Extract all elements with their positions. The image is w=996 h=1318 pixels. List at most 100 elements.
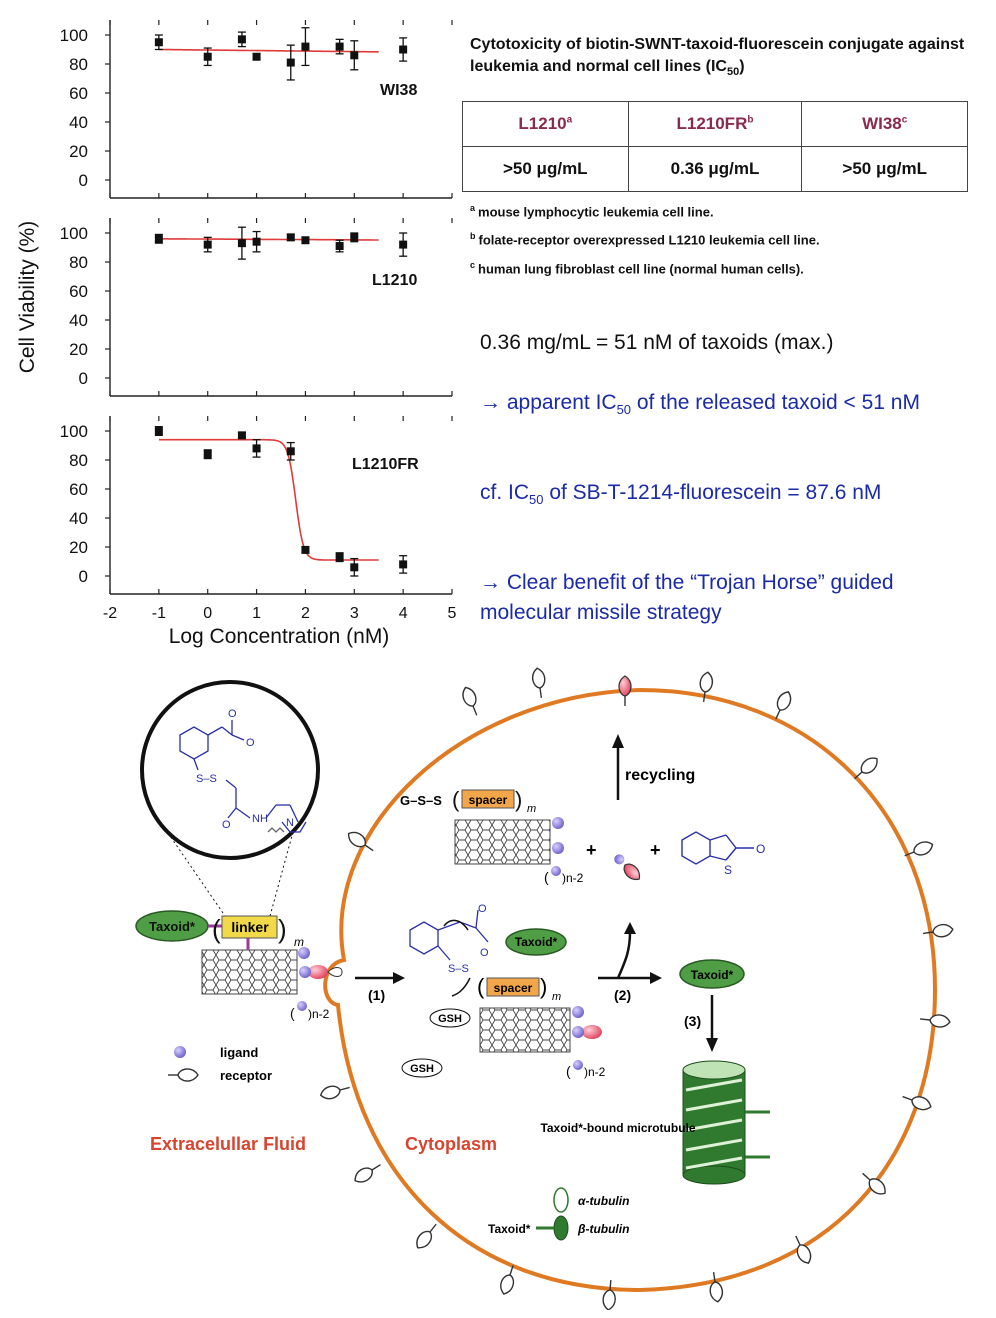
- panel-label: L1210FR: [352, 456, 419, 473]
- lactone-o: O: [756, 842, 765, 856]
- svg-text:O: O: [222, 819, 231, 831]
- receptor-bound-ligand: [308, 965, 328, 979]
- plus-sign-1: +: [586, 840, 597, 860]
- beta-tubulin-label: β-tubulin: [577, 1222, 629, 1236]
- data-point: [237, 35, 246, 44]
- data-point: [252, 444, 261, 453]
- legend-ligand-icon: [174, 1046, 186, 1058]
- table-header-row: L1210a L1210FRb WI38c: [462, 101, 968, 147]
- n-2-label-mid: )n-2: [584, 1065, 606, 1079]
- n-2-label-top: )n-2: [562, 871, 584, 885]
- y-axis-label: Cell Viability (%): [16, 221, 39, 374]
- svg-text:O: O: [228, 708, 237, 720]
- note-benefit: → Clear benefit of the “Trojan Horse” gu…: [480, 571, 894, 624]
- data-point: [350, 563, 359, 572]
- data-point: [350, 233, 359, 242]
- y-tick-label: 100: [60, 422, 88, 441]
- beta-tubulin-icon: [553, 1215, 569, 1241]
- data-point: [154, 234, 163, 243]
- header-cell: L1210a: [462, 101, 629, 147]
- spacer-label-mid: spacer: [494, 981, 533, 995]
- gss-label: G–S–S: [400, 793, 442, 808]
- note-conversion: 0.36 mg/mL = 51 nM of taxoids (max.): [480, 331, 834, 354]
- y-tick-label: 20: [69, 340, 88, 359]
- y-tick-label: 0: [79, 567, 88, 586]
- m-subscript-mid: m: [552, 991, 561, 1003]
- y-tick-label: 100: [60, 224, 88, 243]
- table-title: Cytotoxicity of biotin-SWNT-taxoid-fluor…: [470, 34, 980, 83]
- x-tick-label: 0: [203, 605, 212, 622]
- x-tick-label: 2: [301, 605, 310, 622]
- ic50-table: L1210a L1210FRb WI38c >50 μg/mL 0.36 μg/…: [462, 101, 968, 192]
- svg-text:(: (: [290, 1005, 295, 1021]
- ester-o2: O: [480, 947, 489, 959]
- extracellular-label: Extracelullar Fluid: [150, 1134, 306, 1154]
- fit-curve: [158, 438, 379, 561]
- svg-text:NH: NH: [252, 813, 268, 825]
- svg-text:): ): [540, 974, 547, 999]
- y-tick-label: 0: [79, 171, 88, 190]
- microtubule-label: Taxoid*-bound microtubule: [540, 1121, 695, 1135]
- table-title-text: Cytotoxicity of biotin-SWNT-taxoid-fluor…: [470, 36, 965, 75]
- tubulin-taxoid-label: Taxoid*: [488, 1222, 531, 1236]
- svg-text:(: (: [477, 974, 485, 999]
- legend-ligand-label: ligand: [220, 1045, 258, 1060]
- swnt-tube-left: [201, 949, 298, 995]
- svg-text:): ): [278, 914, 287, 944]
- data-point: [335, 553, 344, 562]
- gsh-bubble-2: [401, 1058, 443, 1078]
- fit-curve: [158, 48, 379, 53]
- table-title-end: ): [739, 58, 745, 75]
- plus-sign-2: +: [650, 840, 661, 860]
- y-tick-label: 60: [69, 480, 88, 499]
- x-tick-label: 4: [399, 605, 408, 622]
- panel-label: L1210: [372, 272, 417, 289]
- taxoid-label: Taxoid*: [149, 919, 196, 934]
- y-tick-label: 60: [69, 282, 88, 301]
- x-tick-label: -2: [103, 605, 117, 622]
- recycling-label: recycling: [625, 767, 695, 784]
- svg-text:(: (: [544, 869, 549, 885]
- gsh-label-1: GSH: [438, 1013, 462, 1025]
- swnt-tube-mid: [479, 1007, 571, 1053]
- table-row: >50 μg/mL 0.36 μg/mL >50 μg/mL: [462, 146, 968, 192]
- svg-text:): ): [515, 787, 522, 812]
- free-taxoid: [679, 959, 745, 989]
- n-2-label-left: )n-2: [308, 1007, 330, 1021]
- data-point: [399, 560, 408, 569]
- step2-label: (2): [614, 987, 631, 1003]
- y-tick-label: 0: [79, 369, 88, 388]
- note-apparent-ic50: → apparent IC50 of the released taxoid <…: [480, 391, 920, 418]
- panel-label: WI38: [380, 82, 417, 99]
- table-cell: 0.36 μg/mL: [627, 146, 803, 192]
- linker-label: linker: [231, 919, 269, 935]
- data-point: [301, 42, 310, 51]
- data-point: [203, 240, 212, 249]
- x-tick-label: -1: [152, 605, 166, 622]
- gsh-label-2: GSH: [410, 1063, 434, 1075]
- data-point: [252, 52, 261, 61]
- header-cell: L1210FRb: [627, 101, 803, 147]
- y-tick-label: 40: [69, 509, 88, 528]
- data-point: [237, 431, 246, 440]
- y-tick-label: 80: [69, 451, 88, 470]
- data-point: [335, 42, 344, 51]
- data-point: [286, 233, 295, 242]
- m-subscript-top: m: [527, 803, 536, 815]
- spacer-label-top: spacer: [469, 793, 508, 807]
- thiolactone-structure: [681, 831, 754, 865]
- y-tick-label: 60: [69, 84, 88, 103]
- linker-zoom-circle: [140, 680, 320, 860]
- linker-atoms: O O S–S O NH N: [196, 708, 294, 831]
- data-point: [301, 545, 310, 554]
- zoom-line-left: [167, 832, 226, 917]
- legend-receptor-icon: [168, 1068, 199, 1082]
- table-title-sub: 50: [726, 66, 740, 79]
